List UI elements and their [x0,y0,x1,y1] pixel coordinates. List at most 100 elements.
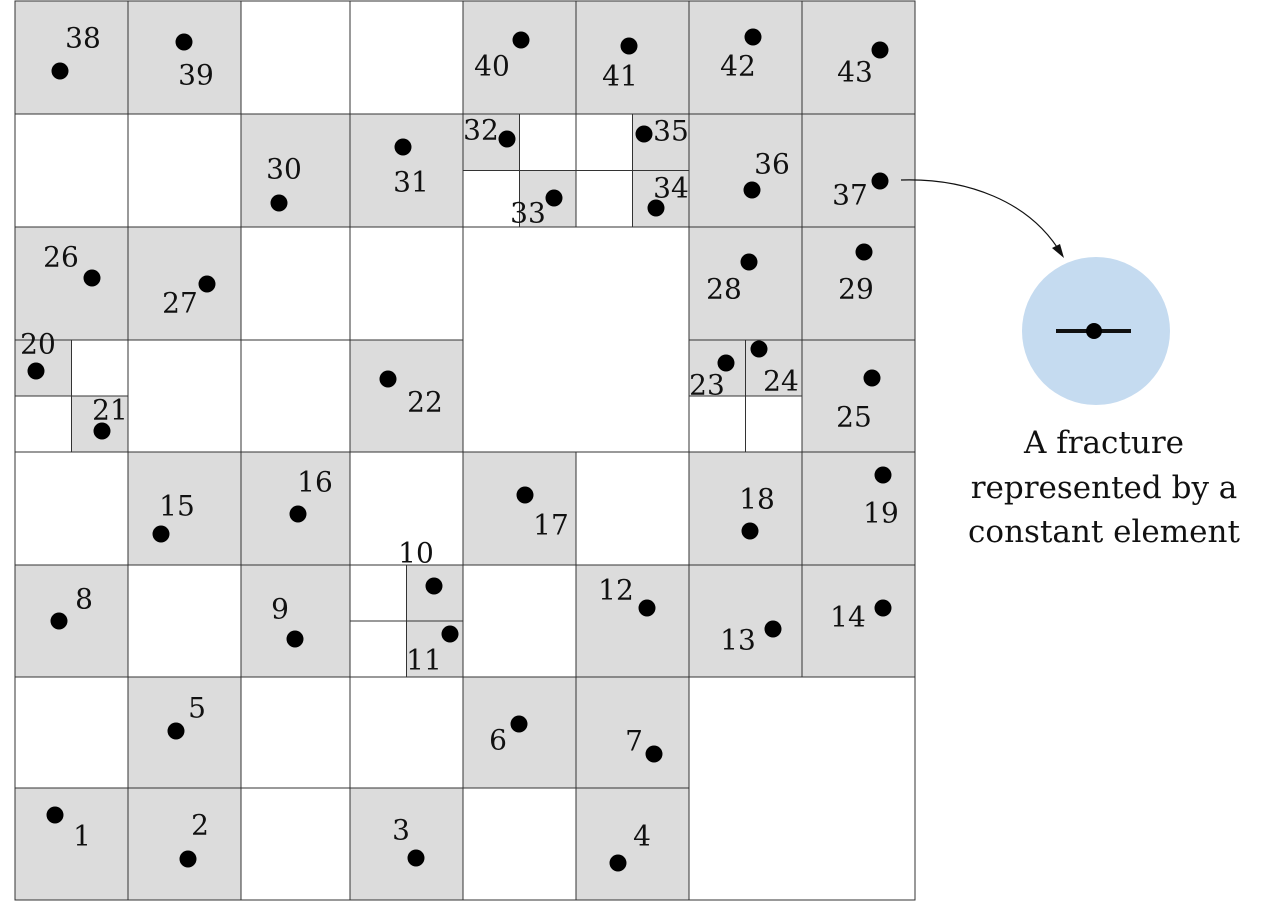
fracture-label: 17 [533,509,569,542]
fracture-label: 12 [598,574,634,607]
fracture-point [198,275,216,293]
fracture-point [764,620,782,638]
fracture-point [855,243,873,261]
fracture-point [740,253,758,271]
grid-cell-empty [127,564,242,678]
fracture-label: 42 [720,50,756,83]
fracture-point [498,130,516,148]
grid-cell-empty [240,226,351,341]
fracture-label: 33 [510,197,546,230]
fracture-label: 35 [653,115,689,148]
grid-cell-fractured [801,113,916,228]
fracture-point [609,854,627,872]
fracture-points [27,28,892,872]
grid-cell-fractured [14,564,129,678]
grid-cell-empty [240,0,351,115]
grid-subcell [745,395,803,453]
fracture-label: 27 [162,287,198,320]
fracture-label: 11 [406,644,442,677]
grid-cell-fractured [349,787,464,901]
grid-cell-fractured [462,0,577,115]
fracture-label: 31 [393,166,429,199]
fracture-label: 25 [836,401,872,434]
grid-subcell [71,339,129,397]
fracture-point [874,599,892,617]
fracture-label: 1 [73,820,91,853]
fracture-label: 21 [92,394,128,427]
fracture-point [50,612,68,630]
grid-cell-fractured [801,451,916,566]
grid-cell-empty [240,787,351,901]
grid-subcell [575,170,633,228]
grid-cell-fractured [127,0,242,115]
fracture-label: 22 [407,386,443,419]
fracture-label: 40 [474,50,510,83]
grid-cell-fractured [801,564,916,678]
grid-subcell [632,170,690,228]
grid-cell-fractured [127,676,242,789]
grid-cell-fractured [688,113,803,228]
grid-cell-fractured [240,564,351,678]
fracture-label: 20 [20,328,56,361]
fracture-label: 34 [653,172,689,205]
fracture-point [545,189,563,207]
grid-cell-fractured [14,0,129,115]
grid-cell-fractured [349,113,464,228]
grid-cell-fractured [801,339,916,453]
fracture-point [750,340,768,358]
grid-cell-fractured [801,0,916,115]
grid-cell-empty [127,339,242,453]
fracture-label: 5 [188,692,206,725]
grid-cell-fractured [688,226,803,341]
fracture-label: 41 [602,60,638,93]
fracture-point [83,269,101,287]
grid-subcell [349,564,407,622]
fracture-point [289,505,307,523]
grid-cell-empty [240,676,351,789]
fracture-label: 4 [633,820,651,853]
grid-cell-fractured [462,676,577,789]
fracture-label: 38 [65,22,101,55]
fracture-point [516,486,534,504]
legend-caption-line-3: constant element [968,514,1240,550]
grid-cell-fractured [349,339,464,453]
grid-cell-empty [14,676,129,789]
fracture-point [512,31,530,49]
fracture-point [871,172,889,190]
legend-arrowhead [1052,244,1064,258]
grid-cell-fractured [575,564,690,678]
fracture-point-icon [1086,323,1102,339]
legend-caption-line-2: represented by a [971,470,1238,506]
fracture-label: 29 [838,273,874,306]
fracture-point [407,849,425,867]
fracture-point [871,41,889,59]
fracture-point [620,37,638,55]
grid-cells [14,0,916,901]
grid-cell-empty [14,451,129,566]
grid-cell-empty [14,113,129,228]
fracture-label: 26 [43,241,79,274]
grid-cell-fractured [688,451,803,566]
grid-cell-empty [462,564,577,678]
fracture-label: 3 [392,814,410,847]
fracture-point [744,28,762,46]
fracture-label: 15 [159,490,195,523]
fracture-label: 10 [398,537,434,570]
fracture-point [717,354,735,372]
fracture-label: 30 [266,153,302,186]
grid-cell-fractured [127,451,242,566]
legend-caption-line-1: A fracture [1023,425,1184,461]
grid-cell-fractured [575,787,690,901]
fracture-point [27,362,45,380]
fracture-label: 19 [863,497,899,530]
fracture-label: 24 [763,365,799,398]
fracture-point [741,522,759,540]
fracture-label: 16 [297,466,333,499]
fracture-point [510,715,528,733]
grid-subcell [14,395,72,453]
fracture-point [647,199,665,217]
legend-connector-arrow [900,179,1063,256]
grid-subcell [349,620,407,678]
grid-cell-fractured [462,451,577,566]
